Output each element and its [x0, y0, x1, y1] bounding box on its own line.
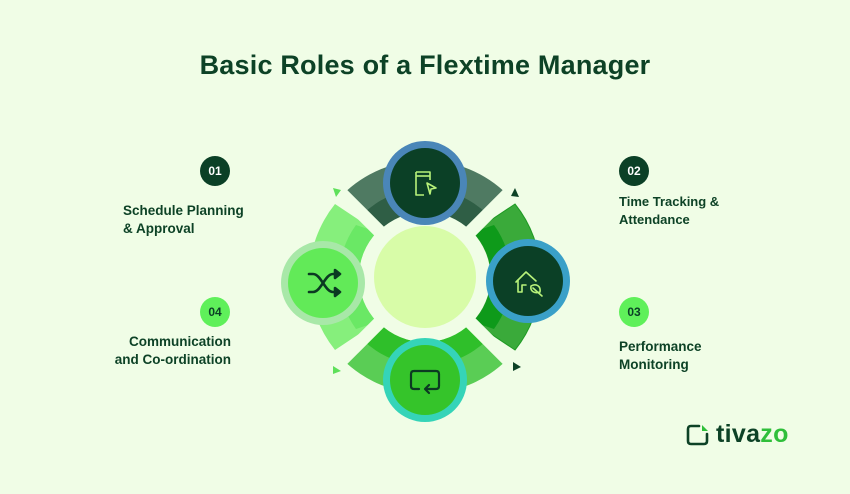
role-number-badge-01: 01 — [200, 156, 230, 186]
role-label-line: Performance — [619, 339, 702, 354]
role-label-line: Communication — [128, 334, 231, 349]
center-circle — [374, 226, 476, 328]
home-leaf-icon — [515, 271, 543, 297]
logo-text-dark: tiva — [716, 420, 761, 448]
arrow-marker-bottom-left — [333, 366, 341, 374]
tivazo-logo: tivazo — [686, 420, 789, 449]
logo-wordmark: tivazo — [716, 420, 789, 449]
role-label-schedule-planning: Schedule Planning & Approval — [123, 202, 244, 238]
role-label-communication: Communication and Co-ordination — [115, 333, 231, 369]
role-icon-circle-bottom — [383, 338, 467, 422]
shuffle-icon — [307, 268, 342, 298]
arrow-marker-top-right — [511, 188, 519, 197]
role-label-line: & Approval — [123, 221, 195, 236]
arrow-marker-bottom-right — [513, 362, 521, 371]
role-number-badge-04: 04 — [200, 297, 230, 327]
role-label-line: Attendance — [619, 212, 690, 227]
repeat-icon — [409, 369, 441, 395]
role-label-line: and Co-ordination — [114, 352, 231, 367]
role-icon-circle-left — [281, 241, 365, 325]
role-label-time-tracking: Time Tracking & Attendance — [619, 193, 719, 229]
page-title: Basic Roles of a Flextime Manager — [199, 50, 651, 80]
role-number-badge-03: 03 — [619, 297, 649, 327]
role-label-performance-monitoring: Performance Monitoring — [619, 338, 702, 374]
role-icon-circle-top — [383, 141, 467, 225]
role-label-line: Monitoring — [619, 357, 689, 372]
arrow-marker-top-left — [333, 188, 341, 197]
document-cursor-icon — [415, 171, 437, 196]
role-number-badge-02: 02 — [619, 156, 649, 186]
role-icon-circle-right — [486, 239, 570, 323]
tivazo-logo-icon — [686, 424, 709, 445]
role-label-line: Schedule Planning — [123, 203, 244, 218]
role-label-line: Time Tracking & — [619, 194, 720, 209]
logo-text-green: zo — [760, 420, 789, 448]
